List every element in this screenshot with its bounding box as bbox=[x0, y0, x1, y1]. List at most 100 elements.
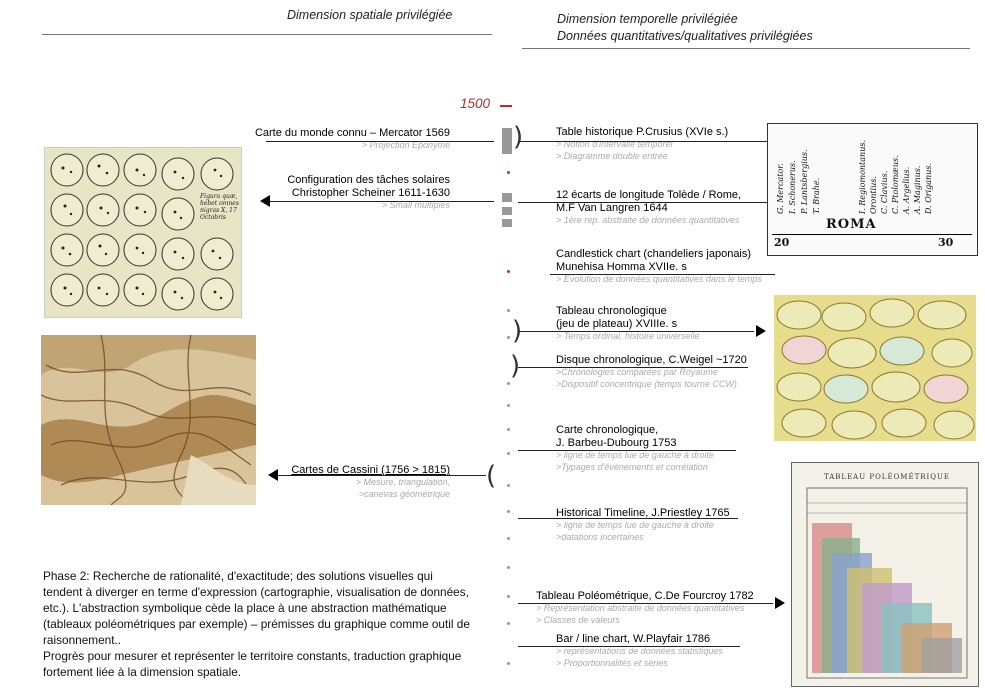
roma-name: T. Brahe. bbox=[812, 177, 821, 214]
entry-sub: > Evolution de données quantitatives dan… bbox=[556, 274, 762, 284]
roma-name: Orontius. bbox=[869, 176, 878, 214]
timeline-dot bbox=[507, 336, 510, 339]
arrow-left-icon bbox=[268, 469, 278, 481]
entry-title: Configuration des tâches solaires bbox=[287, 174, 450, 186]
roma-name: G. Mercator. bbox=[776, 163, 785, 214]
entry-weigel: Disque chronologique, C.Weigel ~1720 >Ch… bbox=[556, 354, 771, 390]
entry-title: Table historique P.Crusius (XVIe s.) bbox=[556, 126, 729, 138]
timeline-block bbox=[502, 128, 512, 154]
entry-fourcroy: Tableau Poléométrique, C.De Fourcroy 178… bbox=[536, 590, 776, 626]
roma-names-left: G. Mercator. I. Schonerus. P. Lantsbergi… bbox=[776, 144, 836, 214]
entry-sub: >Chronologies comparées par Royaume bbox=[556, 367, 718, 377]
roma-name: I. Regiomontanus. bbox=[858, 140, 867, 214]
timeline-year-label: 1500 bbox=[460, 96, 491, 111]
cassini-map-drawing bbox=[41, 335, 256, 505]
roma-name: C. Ptolomæus. bbox=[891, 155, 900, 214]
entry-mercator: Carte du monde connu – Mercator 1569 > P… bbox=[200, 127, 450, 152]
entry-tableau-chrono: Tableau chronologique (jeu de plateau) X… bbox=[556, 305, 756, 343]
timeline-dot bbox=[507, 595, 510, 598]
roma-name: A. Maginus. bbox=[913, 165, 922, 214]
timeline-dot bbox=[507, 428, 510, 431]
entry-title: Historical Timeline, J.Priestley 1765 bbox=[556, 507, 730, 519]
entry-title-2: J. Barbeu-Dubourg 1753 bbox=[556, 437, 677, 449]
entry-title: Disque chronologique, C.Weigel ~1720 bbox=[556, 354, 747, 366]
entry-sub: > Notion d'intervalle temporel bbox=[556, 139, 673, 149]
entry-title: Cartes de Cassini (1756 > 1815) bbox=[291, 464, 450, 476]
header-divider-left bbox=[42, 34, 492, 35]
entry-title: Carte du monde connu – Mercator 1569 bbox=[254, 127, 450, 139]
timeline-dot bbox=[507, 484, 510, 487]
header-spatial: Dimension spatiale privilégiée bbox=[287, 8, 453, 22]
entry-rule bbox=[550, 274, 775, 275]
entry-sub: > Temps ordinal, histoire universelle bbox=[556, 331, 700, 341]
entry-barbeu: Carte chronologique, J. Barbeu-Dubourg 1… bbox=[556, 424, 756, 473]
timeline-bracket: ( bbox=[486, 461, 497, 491]
roma-word: ROMA bbox=[826, 217, 877, 232]
roma-name: D. Origanus. bbox=[924, 163, 933, 214]
entry-rule bbox=[518, 518, 738, 519]
entry-rule bbox=[518, 646, 740, 647]
arrow-right-icon bbox=[756, 325, 766, 337]
roma-names-right: I. Regiomontanus. Orontius. C. Clavius. … bbox=[858, 139, 973, 214]
sunspot-caption: Figura quæ, hebet omnes nigras X, 17 Oct… bbox=[200, 193, 239, 221]
entry-sub: > Small multiples bbox=[381, 200, 450, 210]
entry-title-2: M.F Van Langren 1644 bbox=[556, 202, 668, 214]
entry-priestley: Historical Timeline, J.Priestley 1765 > … bbox=[556, 507, 756, 543]
entry-crusius: Table historique P.Crusius (XVIe s.) > N… bbox=[556, 126, 776, 162]
entry-rule bbox=[278, 475, 486, 476]
entry-sub: > représentations de données statistique… bbox=[556, 646, 723, 656]
entry-sub: >canevas géométrique bbox=[358, 488, 450, 499]
entry-vanlangren: 12 écarts de longitude Tolède / Rome, M.… bbox=[556, 189, 776, 227]
sunspots-image: Figura quæ, hebet omnes nigras X, 17 Oct… bbox=[44, 147, 242, 318]
poleometrique-image: TABLEAU POLÉOMÉTRIQUE bbox=[791, 462, 979, 687]
vanlangren-image: G. Mercator. I. Schonerus. P. Lantsbergi… bbox=[767, 123, 978, 256]
sunspot-caption-line: nigras X, 17 bbox=[200, 207, 237, 214]
entry-rule bbox=[518, 450, 736, 451]
arrow-right-icon bbox=[775, 597, 785, 609]
timeline-year-tick bbox=[500, 105, 512, 107]
cassini-map-image bbox=[41, 335, 256, 505]
phase-paragraph: Progrès pour mesurer et représenter le t… bbox=[43, 649, 462, 679]
phase-paragraph: Phase 2: Recherche de rationalité, d'exa… bbox=[43, 569, 470, 647]
entry-sub: >datations incertaines bbox=[556, 531, 644, 542]
timeline-dot bbox=[507, 537, 510, 540]
sunspot-caption-line: Figura quæ, bbox=[200, 193, 238, 200]
entry-candlestick: Candlestick chart (chandeliers japonais)… bbox=[556, 248, 788, 286]
entry-playfair: Bar / line chart, W.Playfair 1786 > repr… bbox=[556, 633, 756, 669]
timeline-block bbox=[502, 193, 512, 202]
entry-rule bbox=[518, 202, 768, 203]
entry-scheiner: Configuration des tâches solaires Christ… bbox=[200, 174, 450, 212]
entry-title: Tableau chronologique bbox=[556, 305, 667, 317]
timeline-bracket: ) bbox=[510, 351, 521, 381]
timeline-dot bbox=[507, 270, 510, 273]
timeline-dot bbox=[507, 566, 510, 569]
entry-sub: > Projection Eponyme bbox=[361, 140, 450, 150]
timeline-dot bbox=[507, 622, 510, 625]
entry-title: Bar / line chart, W.Playfair 1786 bbox=[556, 633, 711, 645]
timeline-dot bbox=[507, 452, 510, 455]
entry-title-2: (jeu de plateau) XVIIIe. s bbox=[556, 318, 678, 330]
roma-tick-label: 20 bbox=[774, 236, 790, 249]
timeline-dot bbox=[507, 510, 510, 513]
timeline-bracket: ) bbox=[513, 122, 524, 152]
entry-rule bbox=[266, 141, 494, 142]
timeline-bracket: ) bbox=[512, 316, 523, 346]
poleometrique-drawing bbox=[806, 487, 968, 679]
entry-title: Candlestick chart (chandeliers japonais) bbox=[556, 248, 752, 260]
entry-sub: > Diagramme double entrée bbox=[556, 150, 668, 161]
entry-sub: > 1ère rep. abstraite de données quantit… bbox=[556, 215, 740, 225]
entry-sub: > Proportionnalités et séries bbox=[556, 657, 668, 668]
entry-title: 12 écarts de longitude Tolède / Rome, bbox=[556, 189, 742, 201]
entry-rule bbox=[518, 367, 748, 368]
sunspot-caption-line: hebet omnes bbox=[200, 200, 239, 207]
entry-title-2: Christopher Scheiner 1611-1630 bbox=[291, 187, 450, 199]
board-game-drawing bbox=[776, 298, 975, 440]
entry-sub: > Mesure, triangulation, bbox=[355, 477, 450, 487]
entry-sub: > Représentation abstraite de données qu… bbox=[536, 603, 745, 613]
entry-title: Carte chronologique, bbox=[556, 424, 659, 436]
board-game-image bbox=[774, 295, 976, 441]
entry-sub: > Classes de valeurs bbox=[536, 614, 620, 625]
roma-name: A. Argelius. bbox=[902, 166, 911, 214]
poleometrique-title: TABLEAU POLÉOMÉTRIQUE bbox=[823, 473, 951, 481]
roma-tick-label: 30 bbox=[938, 236, 954, 249]
